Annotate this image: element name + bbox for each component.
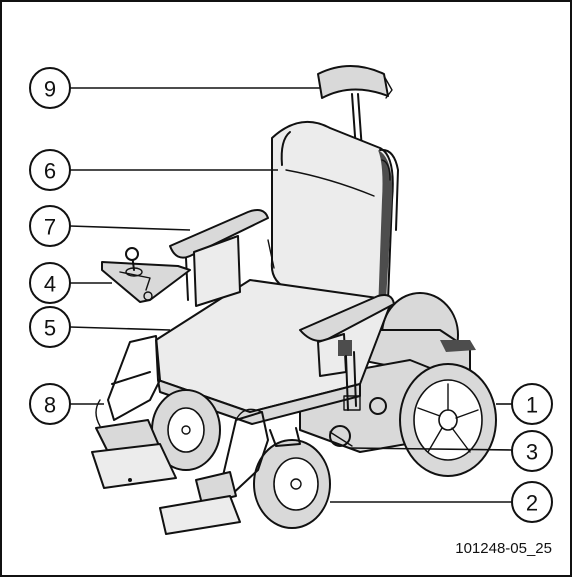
callout-8-label: 8 <box>44 393 56 418</box>
left-legrest <box>91 335 177 489</box>
drive-wheel <box>399 363 497 477</box>
callout-4: 4 <box>29 262 71 304</box>
leader-line-3 <box>349 447 513 451</box>
wheelchair-illustration <box>91 65 497 535</box>
left-armrest <box>169 209 275 307</box>
callout-3-label: 3 <box>526 440 538 465</box>
right-armrest <box>299 294 395 411</box>
backrest <box>270 121 399 319</box>
callout-4-label: 4 <box>44 272 56 297</box>
leader-lines <box>69 87 513 503</box>
callout-2-label: 2 <box>526 491 538 516</box>
callout-6-label: 6 <box>44 159 56 184</box>
callout-7-label: 7 <box>44 215 56 240</box>
leader-line-5 <box>69 326 171 331</box>
callout-6: 6 <box>29 149 71 191</box>
control-unit <box>101 247 191 303</box>
callout-3: 3 <box>511 430 553 472</box>
callout-7: 7 <box>29 205 71 247</box>
callout-1: 1 <box>511 383 553 425</box>
front-caster-wheel <box>253 427 331 529</box>
callout-9: 9 <box>29 67 71 109</box>
callout-8: 8 <box>29 383 71 425</box>
figure-reference-code: 101248-05_25 <box>455 540 552 557</box>
callout-2: 2 <box>511 481 553 523</box>
callout-5: 5 <box>29 306 71 348</box>
callout-9-label: 9 <box>44 77 56 102</box>
callout-1-label: 1 <box>526 393 538 418</box>
right-legrest <box>159 408 269 535</box>
leader-line-7 <box>69 225 191 231</box>
callout-5-label: 5 <box>44 316 56 341</box>
